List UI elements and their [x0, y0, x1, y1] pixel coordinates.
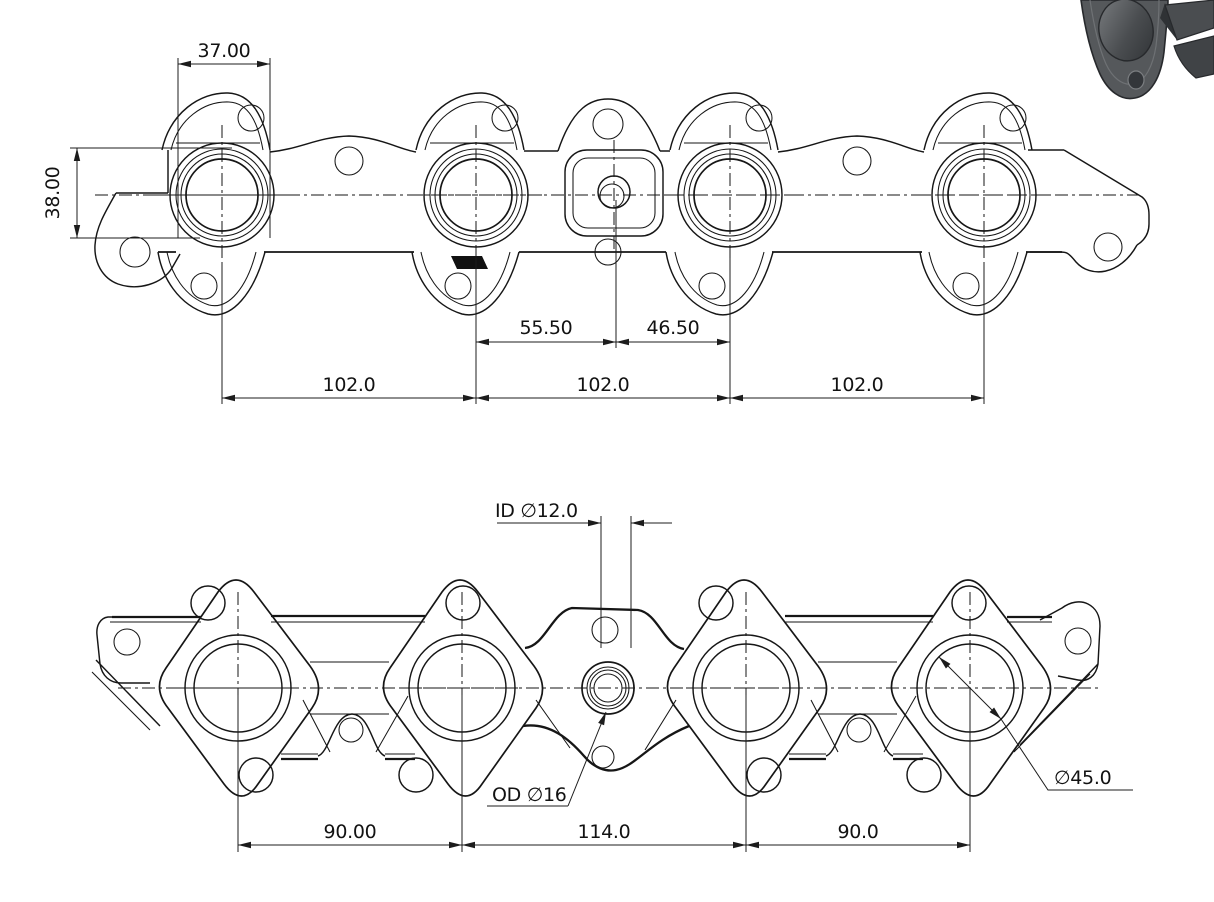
dim-port-dia: ∅45.0 [1054, 767, 1111, 789]
dim-center-left: 55.50 [520, 317, 573, 339]
front-left-end-tab [94, 192, 181, 288]
rear-gap-12 [271, 614, 425, 761]
preview-3d-render [1080, 0, 1214, 100]
rear-view [91, 579, 1101, 797]
dim-rear-pitch-a: 90.00 [324, 821, 377, 843]
render-arm-upper [1164, 0, 1214, 41]
dim-pitch-a: 102.0 [323, 374, 376, 396]
front-dimensions: 37.00 38.00 55.50 46.50 102.0 102.0 102.… [42, 40, 985, 404]
dim-center-right: 46.50 [647, 317, 700, 339]
section-hatch-mark [451, 256, 488, 269]
dim-rear-pitch-b: 114.0 [578, 821, 631, 843]
rear-flange-4 [890, 579, 1052, 797]
dim-pitch-c: 102.0 [831, 374, 884, 396]
rear-center-boss [522, 606, 690, 772]
render-bolt-hole [1127, 70, 1145, 90]
rear-dimensions: ID ∅12.0 OD ∅16 ∅45.0 90.00 114.0 90.0 [237, 500, 1133, 852]
dim-port-height: 38.00 [42, 167, 64, 220]
front-right-end [1028, 149, 1150, 246]
dim-inner-dia: ID ∅12.0 [495, 500, 578, 522]
rear-flange-2 [382, 579, 544, 797]
render-bore-opening [1098, 0, 1154, 62]
rear-left-end [91, 615, 201, 731]
rear-bolt-holes [190, 585, 987, 793]
dim-tab-width: 37.00 [198, 40, 251, 62]
center-square-port [564, 140, 664, 250]
dim-pitch-b: 102.0 [577, 374, 630, 396]
render-arm-lower [1173, 35, 1214, 79]
dim-rear-pitch-c: 90.0 [837, 821, 878, 843]
front-view [94, 92, 1150, 316]
dim-outer-dia: OD ∅16 [492, 784, 567, 806]
rear-right-end [1007, 601, 1101, 753]
